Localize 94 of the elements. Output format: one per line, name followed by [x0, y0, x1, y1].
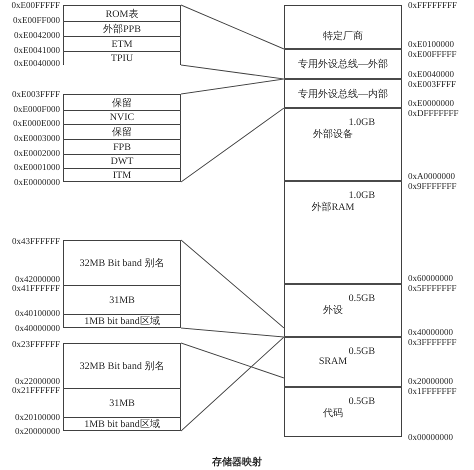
- region-label: 外设: [323, 304, 343, 317]
- expansion-line: [180, 64, 284, 80]
- expansion-line: [180, 4, 284, 50]
- size-label: 1.0GB: [348, 117, 375, 128]
- address-label: 0xE0040000: [14, 58, 60, 68]
- address-label: 0xE00FFFFF: [11, 0, 60, 10]
- region-label: 专用外设总线—内部: [298, 88, 388, 100]
- address-label: 0x1FFFFFFF: [408, 386, 457, 396]
- expansion-line: [180, 240, 284, 328]
- memory-region: [284, 387, 402, 437]
- address-label: 0x23FFFFFF: [12, 339, 60, 349]
- size-label: 0.5GB: [348, 346, 375, 357]
- address-label: 0x42000000: [15, 274, 60, 284]
- address-label: 0x40000000: [408, 327, 453, 337]
- expansion-line: [180, 328, 284, 338]
- region-label: 31MB: [109, 398, 135, 408]
- caption: 存储器映射: [211, 456, 263, 469]
- memory-region: [64, 124, 180, 139]
- memory-region: [284, 108, 402, 181]
- address-label: 0x20000000: [15, 426, 60, 436]
- address-label: 0xE0000000: [408, 98, 454, 108]
- address-label: 0x5FFFFFFF: [408, 283, 457, 293]
- memory-block: [63, 240, 181, 328]
- address-label: 0x41FFFFFF: [12, 283, 60, 293]
- address-label: 0xE000E000: [13, 118, 60, 128]
- address-label: 0xE003FFFF: [12, 89, 60, 99]
- region-label: 保留: [112, 126, 132, 139]
- address-label: 0xDFFFFFFF: [408, 108, 459, 118]
- address-label: 0xE0100000: [408, 39, 454, 49]
- region-label: 外部PPB: [103, 22, 141, 36]
- region-label: 32MB Bit band 别名: [80, 257, 164, 270]
- address-label: 0x00000000: [408, 432, 453, 442]
- address-label: 0xA0000000: [408, 171, 455, 181]
- memory-region: [284, 284, 402, 337]
- memory-block: [63, 94, 181, 182]
- address-label: 0xE00FFFFF: [408, 49, 457, 59]
- region-label: 特定厂商: [323, 30, 363, 43]
- memory-region: [284, 181, 402, 284]
- address-label: 0x22000000: [15, 376, 60, 386]
- region-label: 外部设备: [313, 128, 353, 141]
- region-label: 31MB: [109, 294, 135, 306]
- region-label: ETM: [111, 38, 133, 50]
- memory-region: [64, 168, 180, 181]
- region-label: SRAM: [318, 356, 348, 367]
- region-label: 1MB bit band区域: [84, 314, 160, 328]
- region-label: TPIU: [110, 53, 134, 64]
- size-label: 0.5GB: [348, 293, 375, 304]
- expansion-line: [180, 336, 284, 432]
- region-label: ROM表: [106, 8, 138, 20]
- size-label: 1.0GB: [348, 190, 375, 201]
- address-label: 0xE0040000: [408, 69, 454, 79]
- memory-region: [284, 337, 402, 387]
- memory-region: [284, 5, 402, 49]
- memory-region: [64, 51, 180, 65]
- region-label: ITM: [112, 170, 132, 180]
- expansion-line: [180, 78, 284, 94]
- expansion-line: [180, 108, 284, 182]
- region-label: 外部RAM: [312, 200, 354, 214]
- expansion-line: [180, 342, 284, 378]
- address-label: 0xE0041000: [14, 45, 60, 55]
- region-label: FPB: [113, 142, 131, 152]
- region-label: 保留: [112, 96, 132, 110]
- memory-region: [64, 21, 180, 36]
- region-label: 1MB bit band区域: [84, 418, 160, 431]
- address-label: 0x20100000: [15, 412, 60, 422]
- region-label: 32MB Bit band 别名: [80, 360, 164, 373]
- address-label: 0xE0000000: [14, 177, 60, 187]
- address-label: 0x9FFFFFFF: [408, 181, 457, 191]
- region-label: NVIC: [110, 112, 134, 123]
- size-label: 0.5GB: [348, 396, 375, 407]
- address-label: 0x43FFFFFF: [12, 236, 60, 246]
- address-label: 0xE0002000: [14, 148, 60, 158]
- address-label: 0xE0001000: [14, 162, 60, 172]
- address-label: 0xE0042000: [14, 30, 60, 40]
- address-label: 0x3FFFFFFF: [408, 337, 457, 347]
- memory-block: [63, 5, 181, 65]
- region-label: 专用外设总线—外部: [298, 58, 388, 71]
- address-label: 0xFFFFFFFF: [408, 0, 458, 10]
- region-label: DWT: [110, 156, 134, 167]
- region-label: 代码: [323, 407, 343, 420]
- memory-region: [64, 314, 180, 327]
- memory-block: [63, 343, 181, 431]
- memory-region: [64, 417, 180, 430]
- address-label: 0xE00FF000: [12, 15, 60, 25]
- address-label: 0x21FFFFFF: [12, 385, 60, 395]
- address-label: 0x20000000: [408, 376, 453, 386]
- address-label: 0x60000000: [408, 273, 453, 283]
- address-label: 0x40000000: [15, 323, 60, 333]
- memory-region: [284, 49, 402, 79]
- address-label: 0xE000F000: [13, 104, 60, 114]
- memory-region: [284, 79, 402, 108]
- address-label: 0xE003FFFF: [408, 79, 456, 89]
- address-label: 0xE0003000: [14, 133, 60, 143]
- address-label: 0x40100000: [15, 308, 60, 318]
